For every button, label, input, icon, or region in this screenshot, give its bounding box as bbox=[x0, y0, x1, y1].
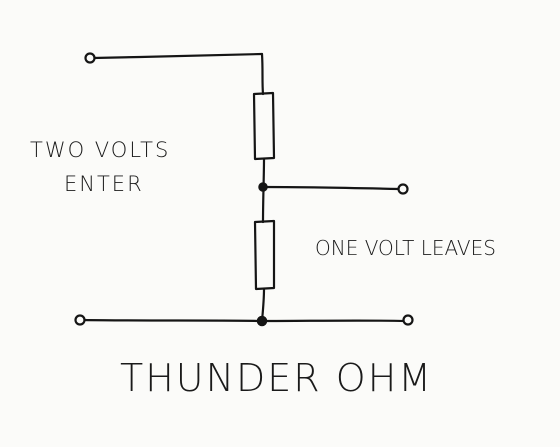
input-terminal-bottom bbox=[74, 314, 86, 326]
output-terminal-bottom bbox=[402, 314, 414, 326]
lower-resistor bbox=[253, 219, 276, 291]
top-input-wire bbox=[91, 52, 264, 60]
junction-output-tap bbox=[258, 182, 268, 192]
diagram-title: THUNDER OHM bbox=[120, 356, 434, 400]
output-tap-wire bbox=[261, 185, 402, 191]
input-label-line2: ENTER bbox=[64, 172, 144, 196]
upper-resistor bbox=[252, 91, 276, 161]
upper-resistor-lead-top bbox=[260, 52, 265, 96]
input-label-line1: TWO VOLTS bbox=[30, 138, 171, 162]
bottom-common-wire bbox=[81, 318, 408, 323]
output-label: ONE VOLT LEAVES bbox=[315, 236, 496, 260]
junction-ground bbox=[256, 315, 268, 327]
input-terminal-top bbox=[84, 52, 96, 64]
output-terminal-top bbox=[397, 183, 409, 195]
